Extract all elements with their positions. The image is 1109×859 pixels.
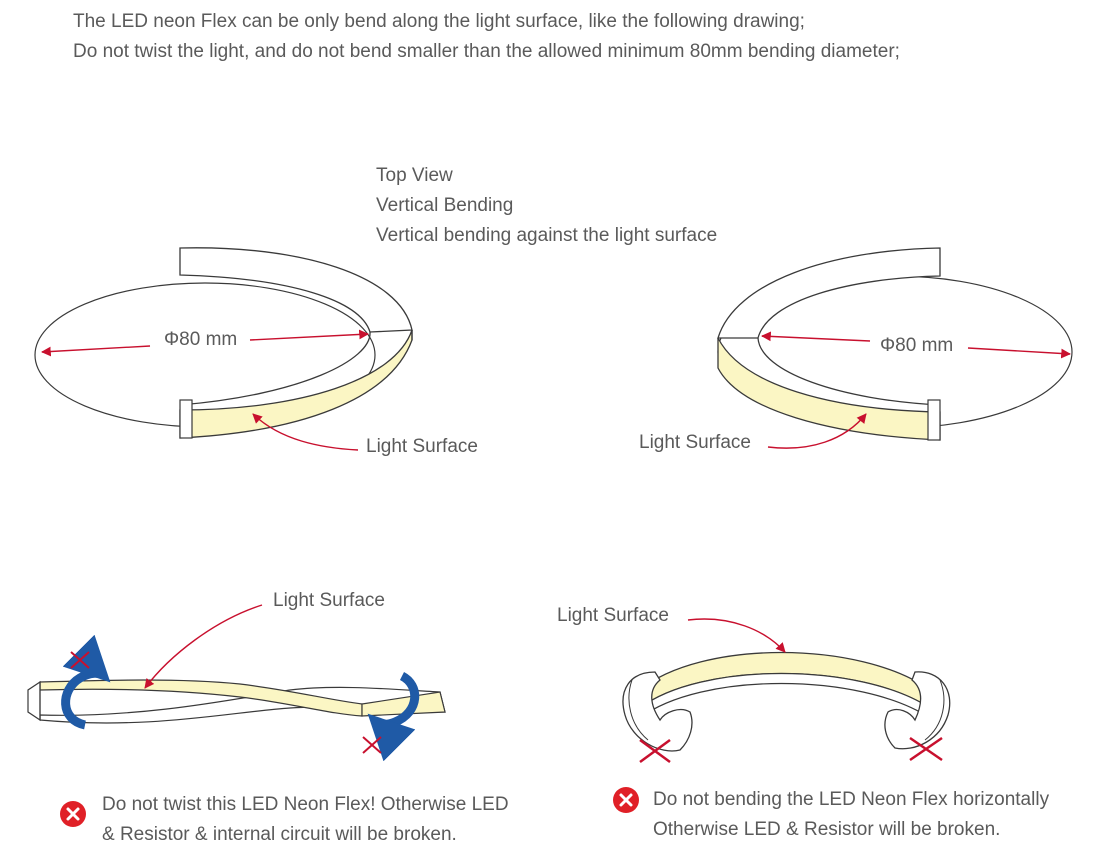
twist-warning-line-1: Do not twist this LED Neon Flex! Otherwi… [102, 794, 509, 815]
horizontal-warning-line-1: Do not bending the LED Neon Flex horizon… [653, 789, 1050, 810]
twist-diagram [27, 604, 446, 762]
warning-x-icon-horizontal [613, 787, 639, 813]
right-light-surface-pointer [767, 413, 867, 449]
cross-mark-icon-twist-right [362, 736, 382, 754]
intro-line-2: Do not twist the light, and do not bend … [73, 41, 900, 62]
right-strip-end-cap [927, 399, 941, 441]
left-light-surface-label: Light Surface [366, 436, 478, 457]
twist-end-cap-left [27, 680, 41, 722]
right-light-surface-label: Light Surface [639, 432, 751, 453]
left-hand-illustration [622, 671, 693, 752]
right-diameter-arrow-right [967, 347, 1071, 359]
left-bend-diagram [34, 247, 413, 451]
cross-mark-icon-horizontal-right [909, 736, 943, 762]
twist-light-surface-label: Light Surface [273, 590, 385, 611]
vertical-bending-desc: Vertical bending against the light surfa… [376, 225, 718, 246]
horizontal-light-surface-pointer [687, 618, 786, 653]
top-view-title: Top View [376, 165, 453, 186]
horizontal-light-surface-label: Light Surface [557, 605, 669, 626]
left-diameter-arrow-right [249, 329, 369, 341]
twist-arrow-icon-right [367, 671, 420, 762]
left-light-surface-pointer [252, 413, 359, 451]
cross-mark-icon-horizontal-left [639, 738, 671, 764]
twist-arrow-icon-left [61, 634, 111, 730]
intro-line-1: The LED neon Flex can be only bend along… [73, 11, 805, 32]
right-diameter-arrow-left [761, 331, 871, 342]
horizontal-warning-line-2: Otherwise LED & Resistor will be broken. [653, 819, 1001, 840]
cross-mark-icon-twist-left [70, 651, 90, 669]
twist-warning-line-2: & Resistor & internal circuit will be br… [102, 824, 457, 845]
left-strip-top-face [179, 247, 413, 333]
right-hand-illustration [884, 671, 951, 750]
left-strip-end-cap [179, 399, 193, 439]
right-strip-top-face [717, 247, 941, 339]
left-diameter-label: Φ80 mm [164, 329, 238, 350]
vertical-bending-title: Vertical Bending [376, 195, 514, 216]
twist-light-surface-pointer [144, 604, 263, 689]
warning-x-icon-twist [60, 801, 86, 827]
right-bend-diagram [717, 247, 1073, 449]
left-diameter-arrow-left [41, 345, 151, 357]
right-diameter-label: Φ80 mm [880, 335, 954, 356]
horizontal-bend-diagram [622, 618, 951, 764]
